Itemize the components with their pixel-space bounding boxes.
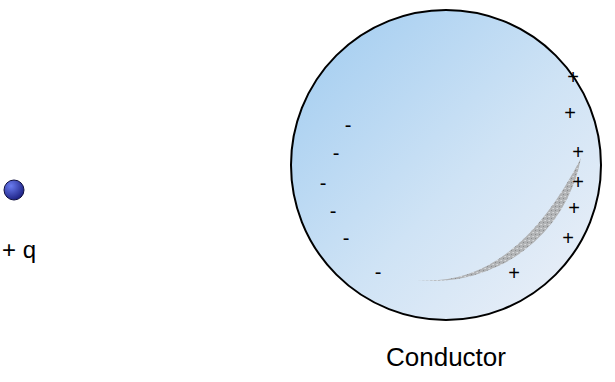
induced-charge-sign: - [320, 173, 327, 193]
induced-charge-sign: + [568, 198, 580, 218]
induced-charge-sign: + [572, 172, 584, 192]
induced-charge-sign: + [572, 142, 584, 162]
object-label: Conductor [386, 344, 506, 370]
induced-charge-sign: - [330, 201, 337, 221]
point-charge: + q [0, 176, 90, 276]
induced-charge-sign: - [343, 228, 350, 248]
charge-label: + q [2, 238, 36, 262]
induced-charge-sign: + [567, 67, 579, 87]
conductor-outline [289, 8, 603, 322]
induced-charge-sign: + [508, 263, 520, 283]
induced-charge-sign: + [564, 103, 576, 123]
induced-charge-sign: + [562, 228, 574, 248]
induced-charge-sign: - [333, 143, 340, 163]
induced-charge-sign: - [375, 262, 382, 282]
conductor-sphere: Conductor [289, 8, 603, 378]
induced-charge-sign: - [345, 115, 352, 135]
